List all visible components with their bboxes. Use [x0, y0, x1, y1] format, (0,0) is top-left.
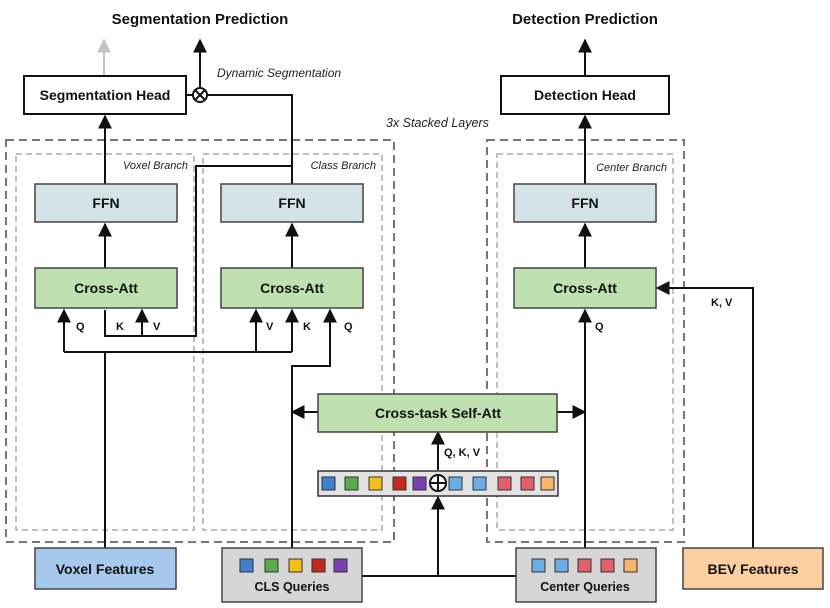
center-query-token	[554, 558, 569, 573]
class-branch-label: Class Branch	[311, 160, 376, 172]
cross-task-self-att-label: Cross-task Self-Att	[375, 405, 501, 421]
class-cross-att-box	[220, 267, 364, 309]
detection-head-box	[500, 75, 670, 115]
class-cross-att-label: Cross-Att	[260, 280, 324, 296]
voxel-ffn-label: FFN	[92, 195, 119, 211]
cls-queries-box	[221, 547, 363, 603]
otimes-cross	[194, 89, 206, 101]
concat-token	[520, 476, 535, 491]
stacked-layers-label: 3x Stacked Layers	[386, 116, 489, 130]
concat-token	[392, 476, 407, 491]
detection-prediction-title: Detection Prediction	[512, 11, 658, 28]
voxel-v-label: V	[153, 321, 161, 333]
class-ffn-to-multiply	[207, 94, 293, 184]
stacked-layers-box-left	[5, 139, 395, 543]
bev-features-box	[682, 547, 824, 590]
concat-token	[368, 476, 383, 491]
concat-token	[448, 476, 463, 491]
voxel-features-box	[34, 547, 177, 590]
segmentation-head-box	[23, 75, 187, 115]
center-cross-att-label: Cross-Att	[553, 280, 617, 296]
class-to-voxel-bus	[104, 165, 292, 337]
voxel-q-label: Q	[76, 321, 85, 333]
cls-queries-label: CLS Queries	[254, 580, 329, 594]
dynamic-segmentation-label: Dynamic Segmentation	[217, 66, 341, 80]
voxel-ffn-box	[34, 183, 178, 223]
concat-token	[472, 476, 487, 491]
center-query-token	[531, 558, 546, 573]
cls-query-token	[239, 558, 254, 573]
class-v-label: V	[266, 321, 274, 333]
concat-token	[321, 476, 336, 491]
center-ffn-label: FFN	[571, 195, 598, 211]
cls-query-token	[311, 558, 326, 573]
cls-query-tokens	[239, 558, 348, 573]
concat-oplus-cross	[430, 475, 446, 491]
class-k-label: K	[303, 321, 311, 333]
center-query-token	[600, 558, 615, 573]
class-ffn-label: FFN	[278, 195, 305, 211]
center-cross-att-box	[513, 267, 657, 309]
voxel-features-label: Voxel Features	[56, 561, 155, 577]
center-queries-box	[515, 547, 657, 603]
center-branch-label: Center Branch	[596, 162, 667, 174]
voxel-k-label: K	[116, 321, 124, 333]
voxel-cross-att-box	[34, 267, 178, 309]
cross-task-self-att-box	[317, 393, 558, 433]
class-q-label: Q	[344, 321, 353, 333]
center-query-token	[623, 558, 638, 573]
class-ffn-box	[220, 183, 364, 223]
segmentation-head-label: Segmentation Head	[40, 87, 171, 103]
voxel-cross-att-label: Cross-Att	[74, 280, 138, 296]
concat-token	[497, 476, 512, 491]
center-query-tokens	[531, 558, 638, 573]
concat-token	[344, 476, 359, 491]
concat-token	[412, 476, 427, 491]
bev-kv-label: K, V	[711, 297, 733, 309]
center-q-label: Q	[595, 321, 604, 333]
concat-token	[540, 476, 555, 491]
cls-queries-to-class-q	[291, 308, 337, 548]
segmentation-prediction-title: Segmentation Prediction	[112, 11, 289, 28]
bev-features-label: BEV Features	[707, 561, 798, 577]
bev-to-center-kv	[655, 281, 754, 548]
cls-query-token	[264, 558, 279, 573]
detection-head-label: Detection Head	[534, 87, 636, 103]
cls-query-token	[288, 558, 303, 573]
cls-query-token	[333, 558, 348, 573]
qkv-label: Q, K, V	[444, 447, 481, 459]
center-query-token	[577, 558, 592, 573]
concat-tokens	[321, 476, 555, 491]
voxel-branch-label: Voxel Branch	[123, 160, 188, 172]
center-ffn-box	[513, 183, 657, 223]
center-queries-label: Center Queries	[540, 580, 630, 594]
